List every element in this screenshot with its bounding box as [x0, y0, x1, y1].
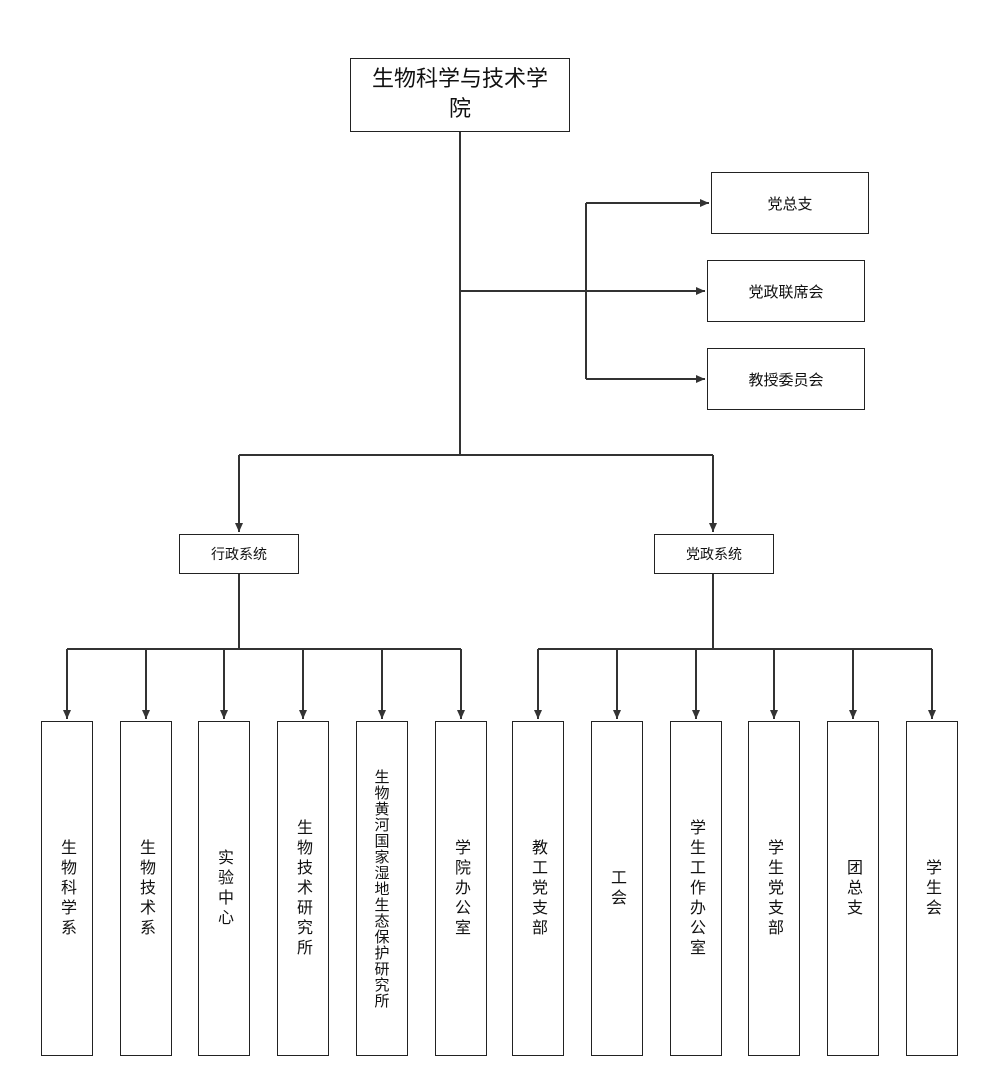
leaf-node: 学生工作办公室: [670, 721, 722, 1056]
leaf-node-label: 团总支: [844, 858, 863, 919]
branch-node-label: 行政系统: [211, 547, 267, 563]
leaf-node-label: 工会: [608, 868, 627, 909]
leaf-node: 学生党支部: [748, 721, 800, 1056]
side-node-professor-committee: 教授委员会: [707, 348, 865, 410]
branch-node-admin: 行政系统: [179, 534, 299, 574]
leaf-node: 生物技术研究所: [277, 721, 329, 1056]
branch-node-party: 党政系统: [654, 534, 774, 574]
root-node: 生物科学与技术学院: [350, 58, 570, 132]
side-node-party-branch: 党总支: [711, 172, 869, 234]
side-node-joint-meeting: 党政联席会: [707, 260, 865, 322]
side-node-label: 教授委员会: [748, 370, 824, 389]
leaf-node-label: 学生会: [923, 858, 942, 919]
leaf-node: 实验中心: [198, 721, 250, 1056]
leaf-node: 生物科学系: [41, 721, 93, 1056]
leaf-node-label: 教工党支部: [529, 838, 548, 939]
leaf-node-label: 生物技术系: [137, 838, 156, 939]
leaf-node-label: 生物技术研究所: [294, 818, 313, 959]
side-node-label: 党政联席会: [748, 282, 824, 301]
leaf-node-label: 学生党支部: [765, 838, 784, 939]
leaf-node: 生物黄河国家湿地生态保护研究所: [356, 721, 408, 1056]
root-node-label: 生物科学与技术学院: [371, 67, 548, 122]
leaf-node: 生物技术系: [120, 721, 172, 1056]
leaf-node-label: 实验中心: [215, 848, 234, 929]
leaf-node-label: 生物黄河国家湿地生态保护研究所: [372, 768, 391, 1009]
leaf-node: 学生会: [906, 721, 958, 1056]
leaf-node: 学院办公室: [435, 721, 487, 1056]
leaf-node-label: 生物科学系: [58, 838, 77, 939]
leaf-node: 教工党支部: [512, 721, 564, 1056]
leaf-node-label: 学生工作办公室: [687, 818, 706, 959]
branch-node-label: 党政系统: [686, 547, 742, 563]
leaf-node: 团总支: [827, 721, 879, 1056]
side-node-label: 党总支: [767, 194, 813, 213]
leaf-node-label: 学院办公室: [452, 838, 471, 939]
leaf-node: 工会: [591, 721, 643, 1056]
